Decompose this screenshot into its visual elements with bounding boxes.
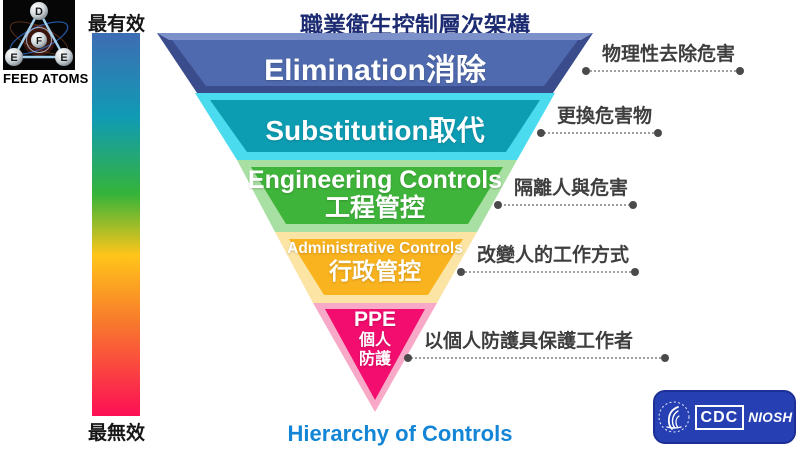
level-substitution-face [210,100,540,152]
callout-dot [404,354,412,362]
hhs-eagle-icon [658,401,690,433]
callout-dot [582,67,590,75]
level-substitution-label: Substitution取代 [265,115,485,146]
level-elimination-label: Elimination消除 [264,54,486,87]
callout-dot [629,201,637,209]
callout-substitution: 更換危害物 [537,106,662,137]
scale-least-effective-label: 最無效 [88,423,146,444]
level-administrative-label-en: Administrative Controls [287,240,463,257]
level-engineering-label: Engineering Controls 工程管控 [245,166,505,222]
callout-administrative: 改變人的工作方式 [457,245,639,276]
callout-line [494,200,637,209]
callout-elimination: 物理性去除危害 [582,44,744,75]
callout-dot [661,354,669,362]
callout-ppe: 以個人防護具保護工作者 [404,331,669,362]
level-engineering-label-zh: 工程管控 [324,194,425,222]
callout-line [537,128,662,137]
logo-node-left: E [10,52,17,64]
callout-elimination-text: 物理性去除危害 [602,44,736,65]
atom-logo-icon: D E E F [3,0,75,70]
callout-dot [736,67,744,75]
level-ppe-face [325,309,425,400]
level-elimination-top-strip [157,33,593,40]
scale-most-effective-label: 最有效 [88,14,146,35]
level-administrative-label-zh: 行政管控 [329,258,421,284]
callout-engineering: 隔離人與危害 [494,178,637,209]
logo-node-center: F [36,36,42,47]
level-ppe-label-zh1: 個人 [358,332,391,349]
callout-line [404,353,669,362]
callout-dot [537,129,545,137]
level-engineering-label-en: Engineering Controls [247,166,503,194]
callout-dot [631,268,639,276]
level-ppe-label-zh2: 防護 [358,351,391,368]
logo-node-top: D [35,6,43,18]
level-administrative-label: Administrative Controls 行政管控 [285,239,465,285]
callout-line [582,66,744,75]
callout-engineering-text: 隔離人與危害 [514,178,629,199]
effectiveness-gradient-bar [92,33,140,416]
footer-title: Hierarchy of Controls [287,421,513,446]
callout-line [457,267,639,276]
callout-dot [494,201,502,209]
level-elimination-face [172,40,578,86]
callout-ppe-text: 以個人防護具保護工作者 [424,331,634,352]
cdc-logo: CDC [694,404,745,430]
level-ppe-label: PPE 個人 防護 [325,308,425,369]
feed-atoms-logo: D E E F FEED ATOMS [3,0,89,86]
callout-substitution-text: 更換危害物 [557,106,653,127]
level-administrative-face [289,239,463,295]
callout-administrative-text: 改變人的工作方式 [477,245,630,266]
niosh-logo: NIOSH [748,409,793,425]
logo-caption: FEED ATOMS [3,71,89,86]
level-engineering-face [251,167,503,224]
level-ppe-label-en: PPE [353,308,397,331]
logo-node-right: E [60,52,67,64]
cdc-niosh-badge: CDC NIOSH [653,390,796,444]
callout-dot [654,129,662,137]
callout-dot [457,268,465,276]
